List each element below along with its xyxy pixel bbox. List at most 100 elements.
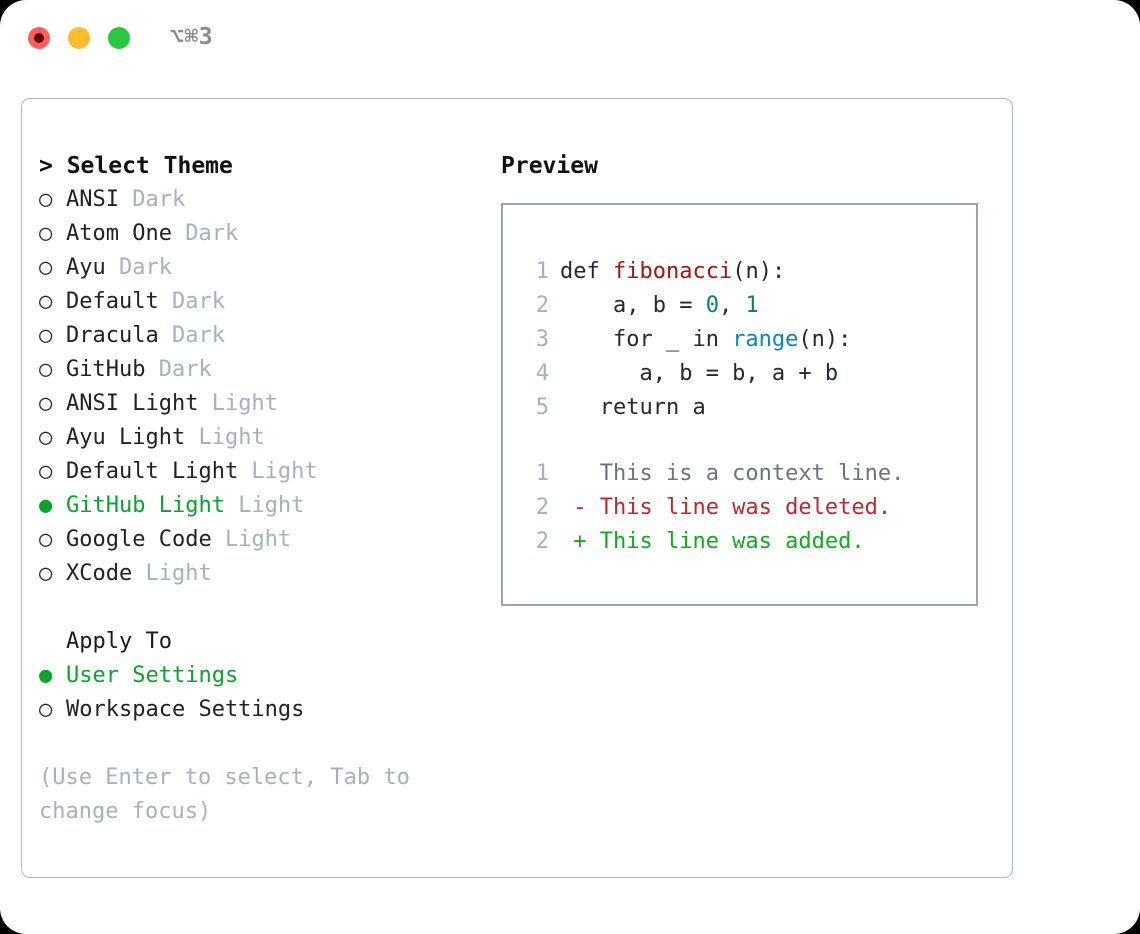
theme-option-label: Default <box>66 289 159 314</box>
theme-list: ○ANSI Dark○Atom One Dark○Ayu Dark○Defaul… <box>39 183 479 591</box>
theme-option-label: GitHub Light <box>66 493 225 518</box>
maximize-button[interactable] <box>108 27 130 49</box>
theme-option-label: ANSI Light <box>66 391 199 416</box>
code-line: 5 return a <box>523 391 851 425</box>
radio-unselected-icon: ○ <box>39 425 53 450</box>
keyboard-shortcut-label: ⌥⌘3 <box>170 24 214 50</box>
radio-unselected-icon: ○ <box>39 323 53 348</box>
code-token: a, b = <box>560 293 706 318</box>
radio-unselected-icon: ○ <box>39 187 53 212</box>
dialog-card: > Select Theme ○ANSI Dark○Atom One Dark○… <box>21 98 1013 878</box>
code-token: range <box>732 327 799 352</box>
theme-option-kind: Dark <box>105 255 172 280</box>
theme-option-label: XCode <box>66 561 133 586</box>
theme-option-11[interactable]: ○ XCode Light <box>39 557 479 591</box>
radio-unselected-icon: ○ <box>39 697 53 722</box>
diff-line-text: - This line was deleted. <box>560 495 892 520</box>
code-token: 0 <box>705 293 719 318</box>
spacer <box>39 591 479 625</box>
line-number: 4 <box>535 361 549 386</box>
line-number: 2 <box>535 495 549 520</box>
theme-option-kind: Dark <box>171 221 239 246</box>
code-token: def <box>560 259 613 284</box>
keyboard-hint-text: (Use Enter to select, Tab to change focu… <box>39 765 410 824</box>
theme-option-1[interactable]: ○ Atom One Dark <box>39 217 479 251</box>
code-token: fibonacci <box>612 259 733 284</box>
theme-option-label: Ayu <box>66 255 106 280</box>
apply-to-heading: Apply To <box>66 629 172 654</box>
line-number: 1 <box>535 259 549 284</box>
radio-unselected-icon: ○ <box>39 527 53 552</box>
theme-option-6[interactable]: ○ ANSI Light Light <box>39 387 479 421</box>
theme-option-label: Atom One <box>66 221 172 246</box>
line-number: 1 <box>535 461 549 486</box>
code-line: 2 a, b = 0, 1 <box>523 289 851 323</box>
theme-option-label: GitHub <box>66 357 146 382</box>
apply-to-option-label: User Settings <box>66 663 239 688</box>
radio-unselected-icon: ○ <box>39 357 53 382</box>
theme-option-kind: Light <box>211 527 292 552</box>
line-number: 3 <box>535 327 549 352</box>
theme-option-8[interactable]: ○Default Light Light <box>39 455 479 489</box>
theme-option-kind: Dark <box>158 289 225 314</box>
line-number: 2 <box>535 293 549 318</box>
theme-option-kind: Dark <box>145 357 212 382</box>
radio-selected-icon: ● <box>39 493 53 518</box>
title-bar: ⌥⌘3 <box>0 0 1140 76</box>
theme-option-9[interactable]: ● GitHub Light Light <box>39 489 479 523</box>
theme-option-kind: Light <box>185 425 265 450</box>
theme-option-label: Ayu Light <box>66 425 186 450</box>
theme-option-kind: Light <box>198 391 278 416</box>
code-token: (n): <box>798 327 852 352</box>
preview-heading: Preview <box>501 153 598 179</box>
theme-option-3[interactable]: ○ Default Dark <box>39 285 479 319</box>
radio-unselected-icon: ○ <box>39 221 53 246</box>
theme-option-kind: Dark <box>118 187 186 212</box>
diff-line: 1 This is a context line. <box>523 457 905 491</box>
diff-line: 2 - This line was deleted. <box>523 491 904 525</box>
radio-selected-icon: ● <box>39 663 53 688</box>
code-line: 3 for _ in range(n): <box>523 323 852 357</box>
select-theme-heading: > Select Theme <box>39 153 233 179</box>
apply-to-option-0[interactable]: ● User Settings <box>39 659 479 693</box>
theme-option-kind: Dark <box>158 323 225 348</box>
radio-unselected-icon: ○ <box>39 391 53 416</box>
theme-selector-pane: > Select Theme ○ANSI Dark○Atom One Dark○… <box>39 149 479 829</box>
code-line: 4 a, b = b, a + b <box>523 357 851 391</box>
theme-option-7[interactable]: ○ Ayu Light Light <box>39 421 479 455</box>
recording-indicator-icon <box>34 33 44 43</box>
apply-to-list: ● User Settings ○Workspace Settings <box>39 659 479 727</box>
theme-option-4[interactable]: ○ Dracula Dark <box>39 319 479 353</box>
radio-unselected-icon: ○ <box>39 255 53 280</box>
radio-unselected-icon: ○ <box>39 289 53 314</box>
code-token: (n): <box>732 259 786 284</box>
diff-line-text: + This line was added. <box>560 529 865 554</box>
theme-option-10[interactable]: ○ Google Code Light <box>39 523 479 557</box>
theme-option-label: Default Light <box>66 459 239 484</box>
theme-option-2[interactable]: ○ Ayu Dark <box>39 251 479 285</box>
code-token: , <box>718 293 746 318</box>
minimize-button[interactable] <box>68 27 90 49</box>
code-token: 1 <box>745 293 759 318</box>
theme-option-5[interactable]: ○ GitHub Dark <box>39 353 479 387</box>
diff-sample: 1 This is a context line.2 - This line w… <box>523 457 905 559</box>
diff-line-text: This is a context line. <box>560 461 905 486</box>
line-number: 2 <box>535 529 549 554</box>
theme-option-kind: Light <box>238 459 318 484</box>
theme-option-0[interactable]: ○ ANSI Dark <box>39 183 479 217</box>
theme-option-kind: Light <box>224 493 305 518</box>
theme-option-label: Google Code <box>66 527 212 552</box>
code-token: a, b = b, a + b <box>560 361 839 386</box>
diff-line: 2 + This line was added. <box>523 525 904 559</box>
radio-unselected-icon: ○ <box>39 561 53 586</box>
apply-to-option-1[interactable]: ○Workspace Settings <box>39 693 479 727</box>
theme-option-label: ANSI <box>66 187 119 212</box>
theme-option-label: Dracula <box>66 323 159 348</box>
code-token: for _ in <box>560 327 733 352</box>
theme-option-kind: Light <box>132 561 212 586</box>
code-line: 1 def fibonacci(n): <box>523 255 851 289</box>
